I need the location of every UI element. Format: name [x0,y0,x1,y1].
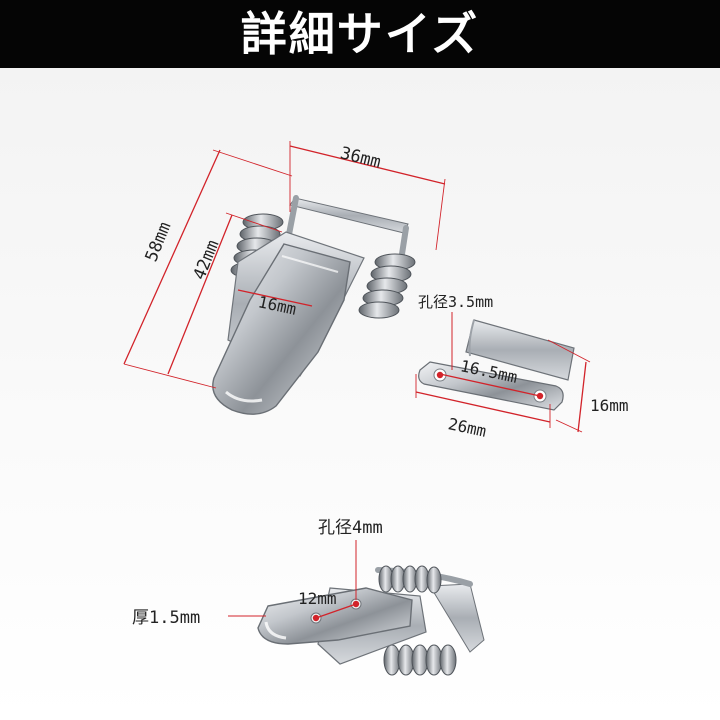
latch-top-view [212,195,416,415]
header-banner: 詳細サイズ [0,0,720,68]
dimension-hole-diameter-small: 孔径3.5mm [418,293,494,311]
dimension-lines [123,141,591,622]
catch-plate [418,319,575,411]
spring-bottom-lower [383,644,457,676]
header-title: 詳細サイズ [240,7,480,61]
latch-side-view [257,565,485,676]
dimension-catch-height: 16mm [590,396,629,415]
spring-bottom-upper [378,565,442,594]
dimension-thickness: 厚1.5mm [132,608,201,628]
spring-right [358,253,416,319]
dimension-hole-diameter-large: 孔径4mm [318,518,383,538]
dimension-hole-spacing: 12mm [298,589,337,608]
